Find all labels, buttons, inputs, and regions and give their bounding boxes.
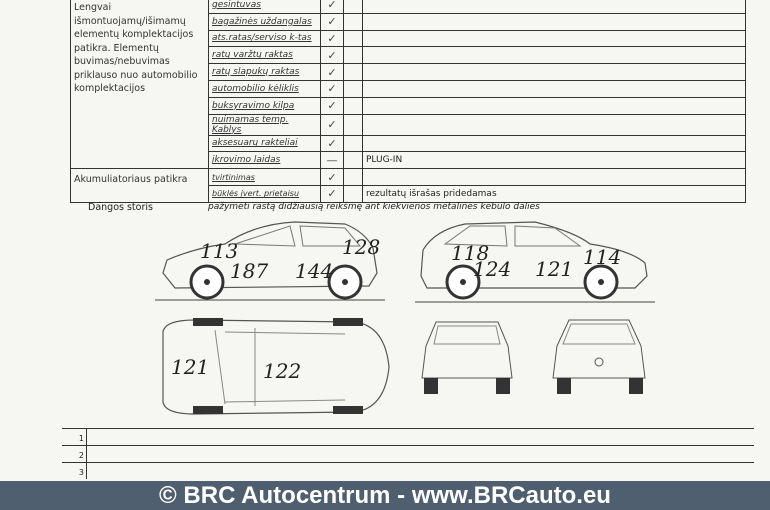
paint-hood: 122	[263, 359, 301, 383]
item-note	[362, 134, 746, 153]
paint-right-front-fender: 114	[583, 245, 621, 269]
item-note: rezultatų išrašas pridedamas	[362, 184, 746, 203]
item-empty-cell	[343, 46, 363, 65]
item-note	[362, 63, 746, 81]
item-note	[362, 113, 746, 136]
item-note	[362, 12, 746, 31]
group-label: Akumuliatoriaus patikra	[70, 168, 209, 203]
item-checkmark: ✓	[320, 113, 344, 136]
checklist-row: būklės įvert. prietaisu✓ rezultatų išraša…	[71, 184, 746, 203]
remark-line-number: 3	[62, 463, 87, 479]
equipment-check-table: Lengvai išmontuojamų/išimamų elementų ko…	[70, 0, 746, 203]
checklist-row: Lengvai išmontuojamų/išimamų elementų ko…	[70, 0, 746, 170]
car-front-diagram	[552, 319, 646, 394]
checklist-row: bagažinės uždangalas✓	[71, 12, 746, 31]
item-note	[362, 29, 746, 48]
remark-line-number: 2	[62, 446, 87, 462]
item-name: automobilio kėliklis	[208, 79, 321, 98]
item-name: įkrovimo laidas	[208, 151, 321, 170]
paint-left-front-fender: 113	[200, 239, 238, 263]
item-name: aksesuarų rakteliai	[208, 134, 321, 153]
item-checkmark: —	[320, 151, 344, 170]
item-empty-cell	[343, 113, 363, 136]
item-checkmark: ✓	[320, 184, 344, 203]
item-checkmark: ✓	[320, 134, 344, 153]
item-empty-cell	[343, 184, 363, 203]
paint-left-rear-door: 144	[295, 259, 333, 283]
remark-line: 1	[62, 428, 754, 445]
remark-line: 2	[62, 445, 754, 462]
paint-instruction: pažymėti rastą didžiausią reikšmę ant ki…	[208, 202, 540, 212]
item-checkmark: ✓	[320, 0, 344, 14]
item-name: ratų varžtų raktas	[208, 46, 321, 65]
paint-right-front-door: 121	[535, 257, 573, 281]
item-name: ats.ratas/serviso k-tas	[208, 29, 321, 48]
car-right-side-diagram: 118 124 121 114	[415, 221, 655, 303]
paint-left-front-door: 187	[230, 259, 268, 283]
item-note	[362, 46, 746, 65]
item-note: PLUG-IN	[362, 151, 746, 170]
item-empty-cell	[343, 151, 363, 170]
remark-line: 3	[62, 462, 754, 479]
item-checkmark: ✓	[320, 46, 344, 65]
item-name: gesintuvas	[208, 0, 321, 14]
car-top-diagram: 121 122	[162, 318, 390, 415]
item-empty-cell	[343, 29, 363, 48]
item-name: ratų slapukų raktas	[208, 63, 321, 81]
item-note	[362, 96, 746, 115]
paint-roof-rear: 121	[171, 355, 209, 379]
remark-line-number: 1	[62, 429, 87, 445]
item-note	[362, 0, 746, 14]
item-note	[362, 79, 746, 98]
paint-left-rear-fender: 128	[342, 235, 380, 259]
item-name: bagažinės uždangalas	[208, 12, 321, 31]
paint-right-rear-fender: 118	[451, 241, 489, 265]
watermark-banner: © BRC Autocentrum - www.BRCauto.eu	[0, 481, 770, 510]
item-name: buksyravimo kilpa	[208, 96, 321, 115]
item-name: nuimamas temp. Kablys	[208, 113, 321, 136]
item-checkmark: ✓	[320, 12, 344, 31]
item-checkmark: ✓	[320, 63, 344, 81]
item-name: būklės įvert. prietaisu	[208, 184, 321, 203]
item-checkmark: ✓	[320, 79, 344, 98]
item-empty-cell	[343, 134, 363, 153]
item-checkmark: ✓	[320, 29, 344, 48]
car-left-side-diagram: 113 187 144 128	[155, 221, 385, 301]
item-checkmark: ✓	[320, 96, 344, 115]
item-checkmark: ✓	[320, 168, 344, 186]
checklist-row: buksyravimo kilpa✓	[71, 96, 746, 115]
checklist-row: nuimamas temp. Kablys✓	[71, 113, 746, 136]
item-empty-cell	[343, 0, 363, 14]
item-empty-cell	[343, 79, 363, 98]
item-note	[362, 168, 746, 186]
item-empty-cell	[343, 63, 363, 81]
paint-thickness-label: Dangos storis	[88, 202, 153, 213]
paint-right-rear-door: 124	[473, 257, 511, 281]
item-empty-cell	[343, 168, 363, 186]
car-rear-diagram	[421, 321, 513, 394]
checklist-row: aksesuarų rakteliai✓	[71, 134, 746, 153]
item-empty-cell	[343, 96, 363, 115]
group-label: Lengvai išmontuojamų/išimamų elementų ko…	[70, 0, 209, 170]
item-name: tvirtinimas	[208, 168, 321, 186]
item-empty-cell	[343, 12, 363, 31]
